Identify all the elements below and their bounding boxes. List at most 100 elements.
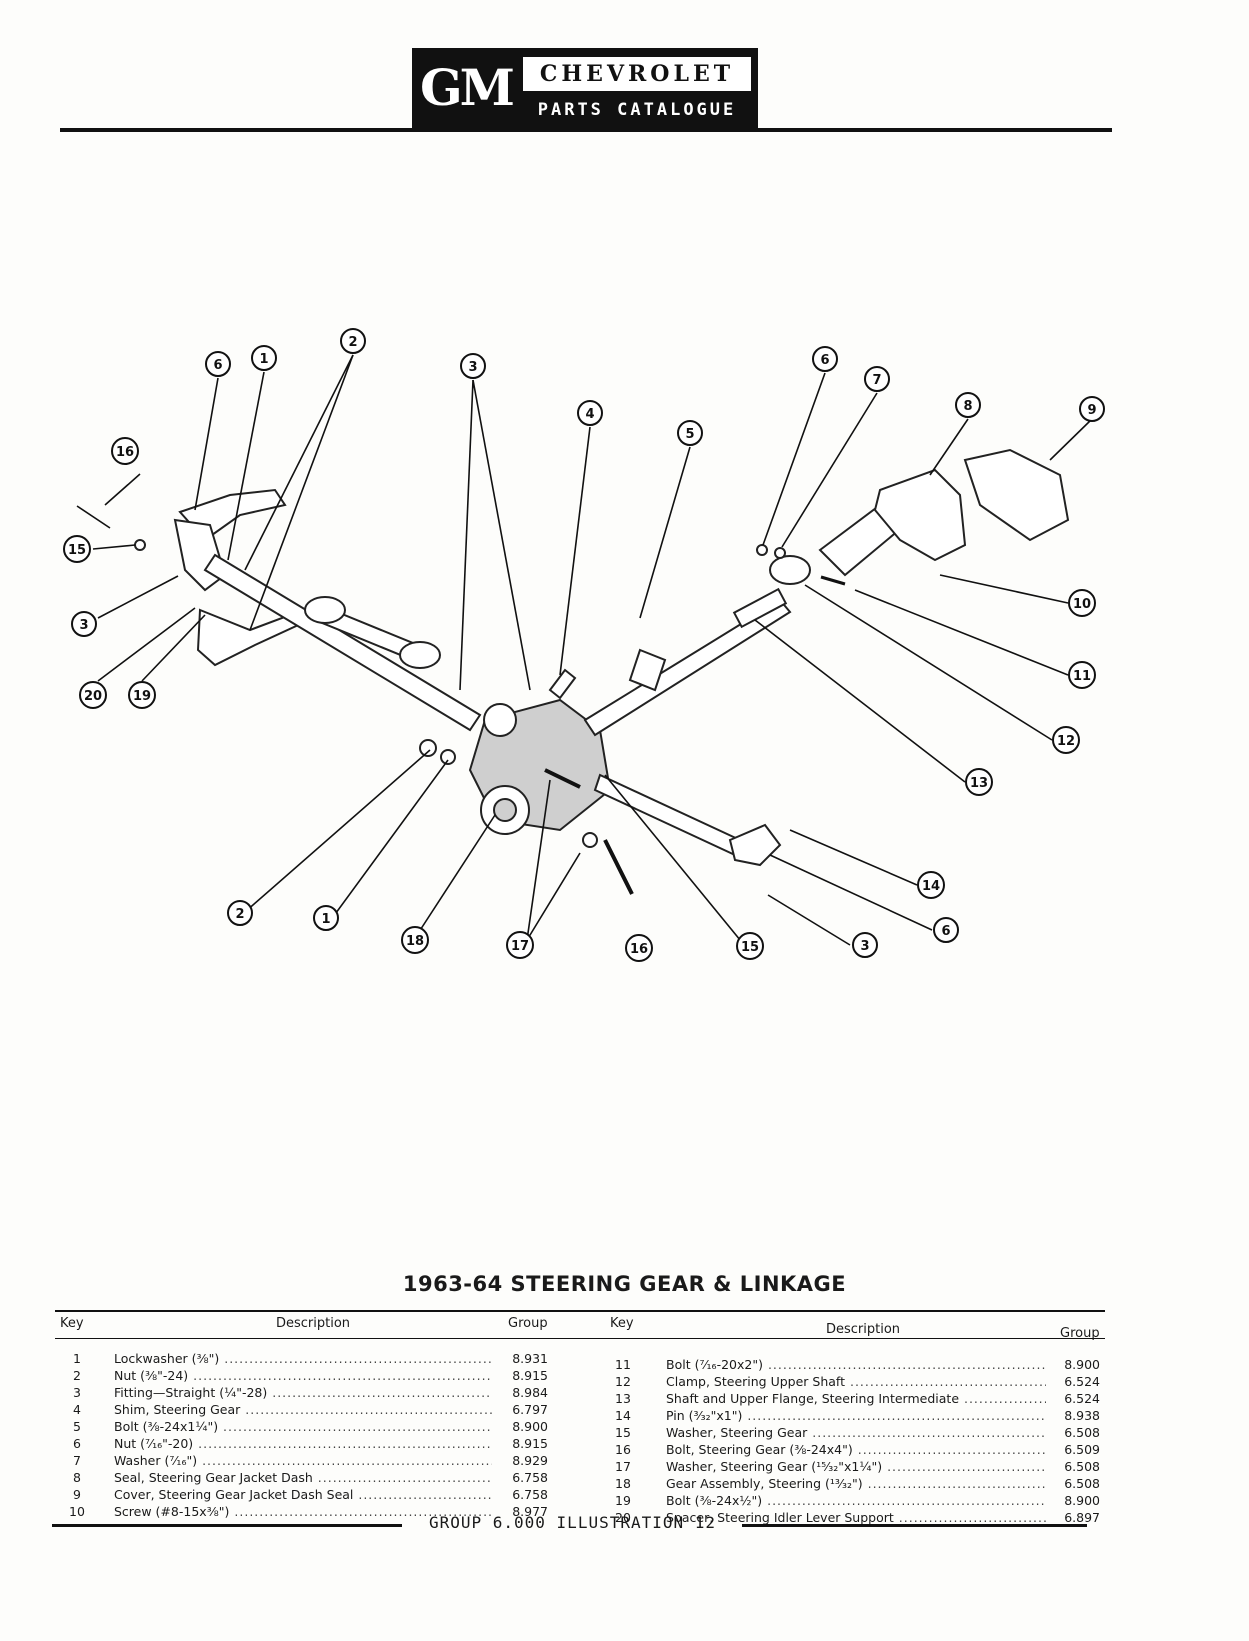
table-row: 13 Shaft and Upper Flange, Steering Inte… [608,1390,1102,1407]
jacket-dash-seal [873,468,967,562]
tie-rod-end-left [304,596,346,624]
table-row: 5 Bolt (⅜-24x1¼") 8.900 [62,1418,552,1435]
svg-text:3: 3 [860,939,869,954]
row-description: Bolt (⅜-24x½") [666,1492,1046,1509]
steering-linkage-diagram: 6 1 2 3 4 5 6 7 8 9 16 15 3 20 19 10 11 … [63,328,1105,962]
row-description: Bolt (⅜-24x1¼") [114,1418,492,1435]
row-group: 6.758 [512,1487,548,1502]
row-description: Fitting—Straight (¼"-28) [114,1384,492,1401]
svg-text:9: 9 [1087,403,1096,418]
row-key: 13 [615,1391,631,1406]
row-group: 6.509 [1064,1442,1100,1457]
svg-text:12: 12 [1057,734,1075,749]
leader-lines [92,354,1093,947]
row-group: 6.508 [1064,1476,1100,1491]
footer-rule-left [52,1524,402,1527]
row-key: 3 [73,1385,81,1400]
callout-16-bottom: 16 [625,934,653,962]
table-row: 20 Spacer, Steering Idler Lever Support … [608,1509,1102,1526]
table-row: 9 Cover, Steering Gear Jacket Dash Seal … [62,1486,552,1503]
row-group: 6.897 [1064,1510,1100,1525]
callout-2-bottom: 2 [227,900,253,926]
svg-text:14: 14 [922,879,940,894]
svg-text:15: 15 [741,940,759,955]
svg-text:3: 3 [79,618,88,633]
svg-text:16: 16 [116,445,134,460]
footer-rule-right [742,1524,1087,1527]
table-row: 11 Bolt (⁷⁄₁₆-20x2") 8.900 [608,1356,1102,1373]
row-key: 6 [73,1436,81,1451]
svg-text:8: 8 [963,399,972,414]
row-description: Spacer, Steering Idler Lever Support [666,1509,1046,1526]
row-description: Shim, Steering Gear [114,1401,492,1418]
row-description: Seal, Steering Gear Jacket Dash [114,1469,492,1486]
logo-subtitle: PARTS CATALOGUE [537,100,737,120]
row-key: 19 [615,1493,631,1508]
table-row: 15 Washer, Steering Gear 6.508 [608,1424,1102,1441]
table-row: 4 Shim, Steering Gear 6.797 [62,1401,552,1418]
logo-brand: CHEVROLET [523,57,751,91]
row-group: 8.938 [1064,1408,1100,1423]
svg-text:17: 17 [511,939,529,954]
tie-rod-end-right [728,823,782,867]
row-description: Nut (⁷⁄₁₆"-20) [114,1435,492,1452]
svg-text:6: 6 [820,353,829,368]
row-key: 7 [73,1453,81,1468]
row-group: 8.900 [1064,1493,1100,1508]
row-group: 8.900 [512,1419,548,1434]
callout-6-bottom: 6 [933,917,959,943]
row-key: 15 [615,1425,631,1440]
row-key: 8 [73,1470,81,1485]
callout-15-left: 15 [63,535,91,563]
row-key: 4 [73,1402,81,1417]
callout-group: 6 1 2 3 4 5 6 7 8 9 16 15 3 20 19 10 11 … [63,328,1105,962]
row-description: Bolt, Steering Gear (⅜-24x4") [666,1441,1046,1458]
table-row: 8 Seal, Steering Gear Jacket Dash 6.758 [62,1469,552,1486]
row-description: Screw (#8-15x⅜") [114,1503,492,1520]
callout-14: 14 [917,871,945,899]
row-group: 8.977 [512,1504,548,1519]
table-row: 16 Bolt, Steering Gear (⅜-24x4") 6.509 [608,1441,1102,1458]
callout-19: 19 [128,681,156,709]
row-group: 8.931 [512,1351,548,1366]
row-key: 11 [615,1357,631,1372]
callout-4: 4 [577,400,603,426]
intermediate-shaft [583,598,792,737]
row-key: 2 [73,1368,81,1383]
callout-20: 20 [79,681,107,709]
tie-rod-right [593,773,742,857]
header-rule [60,128,1112,132]
table-row: 1 Lockwasher (⅜") 8.931 [62,1350,552,1367]
row-key: 1 [73,1351,81,1366]
header-key-right: Key [610,1316,634,1331]
table-row: 18 Gear Assembly, Steering (¹³⁄₃₂") 6.50… [608,1475,1102,1492]
row-description: Washer (⁷⁄₁₆") [114,1452,492,1469]
row-description: Cover, Steering Gear Jacket Dash Seal [114,1486,492,1503]
row-group: 6.524 [1064,1391,1100,1406]
callout-1-bottom: 1 [313,905,339,931]
header-group-left: Group [508,1316,548,1331]
callout-1-top: 1 [251,345,277,371]
table-row: 17 Washer, Steering Gear (¹⁵⁄₃₂"x1¼") 6.… [608,1458,1102,1475]
callout-18: 18 [401,926,429,954]
header-key-left: Key [60,1316,84,1331]
callout-9: 9 [1079,396,1105,422]
table-row: 6 Nut (⁷⁄₁₆"-20) 8.915 [62,1435,552,1452]
table-row: 14 Pin (³⁄₃₂"x1") 8.938 [608,1407,1102,1424]
callout-6-right: 6 [812,346,838,372]
row-key: 16 [615,1442,631,1457]
svg-text:16: 16 [630,942,648,957]
row-group: 6.758 [512,1470,548,1485]
svg-text:6: 6 [941,924,950,939]
row-key: 18 [615,1476,631,1491]
svg-text:15: 15 [68,543,86,558]
table-row: 10 Screw (#8-15x⅜") 8.977 [62,1503,552,1520]
row-group: 8.915 [512,1436,548,1451]
table-row: 19 Bolt (⅜-24x½") 8.900 [608,1492,1102,1509]
row-description: Shaft and Upper Flange, Steering Interme… [666,1390,1046,1407]
shaft-coupling [628,648,667,692]
header-description-left: Description [276,1316,351,1331]
row-description: Lockwasher (⅜") [114,1350,492,1367]
svg-text:10: 10 [1073,597,1091,612]
row-group: 6.797 [512,1402,548,1417]
